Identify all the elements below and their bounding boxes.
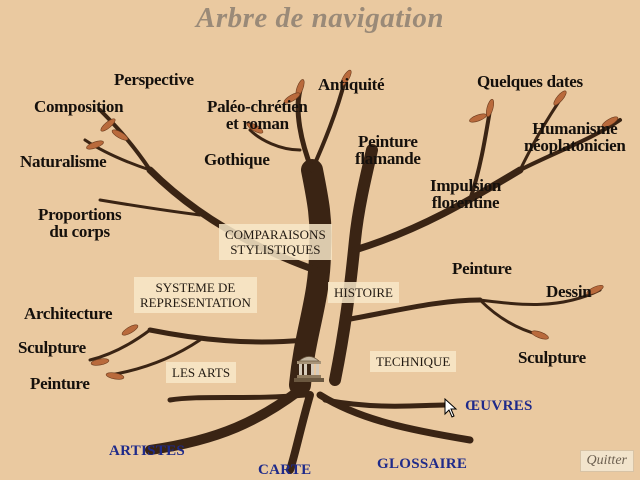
topic-humanisme-line1: Humanisme (532, 119, 618, 138)
link-artistes[interactable]: ARTISTES (109, 443, 186, 459)
link-carte[interactable]: CARTE (258, 462, 312, 478)
topic-paleo-line1: Paléo-chrétien (207, 97, 308, 116)
topic-impulsion-florentine[interactable]: Impulsion florentine (430, 177, 501, 211)
topic-sculpture-right[interactable]: Sculpture (518, 348, 586, 367)
topic-naturalisme[interactable]: Naturalisme (20, 152, 107, 171)
link-glossaire[interactable]: GLOSSAIRE (377, 456, 468, 472)
topic-peinture-flamande-line1: Peinture (358, 132, 418, 151)
topic-proportions-du-corps[interactable]: Proportions du corps (38, 205, 122, 241)
topic-proportions-line2: du corps (49, 222, 110, 241)
topic-peinture-right[interactable]: Peinture (452, 259, 512, 278)
topic-composition[interactable]: Composition (34, 97, 124, 116)
branch-systeme-line1: SYSTEME DE (155, 280, 236, 295)
branch-comparaisons-line1: COMPARAISONS (225, 227, 326, 242)
topic-sculpture-left[interactable]: Sculpture (18, 338, 86, 357)
branch-technique[interactable]: TECHNIQUE (370, 351, 457, 372)
topic-proportions-line1: Proportions (38, 205, 122, 224)
branch-histoire[interactable]: HISTOIRE (328, 282, 399, 303)
branch-comparaisons-line2: STYLISTIQUES (230, 242, 321, 257)
topic-peinture-left[interactable]: Peinture (30, 374, 90, 393)
topic-perspective[interactable]: Perspective (114, 70, 194, 89)
page-title: Arbre de navigation (196, 2, 444, 34)
link-oeuvres[interactable]: ŒUVRES (465, 398, 533, 414)
topic-humanisme-line2: néoplatonicien (524, 136, 626, 155)
topic-peinture-flamande[interactable]: Peinture flamande (355, 133, 421, 167)
topic-antiquite[interactable]: Antiquité (318, 75, 385, 94)
branch-comparaisons-stylistiques[interactable]: COMPARAISONS STYLISTIQUES (219, 224, 332, 260)
topic-humanisme-neoplatonicien[interactable]: Humanisme néoplatonicien (524, 120, 626, 154)
topic-impulsion-line2: florentine (431, 193, 500, 212)
cursor-icon (444, 398, 458, 418)
topic-architecture[interactable]: Architecture (24, 304, 113, 323)
topic-quelques-dates[interactable]: Quelques dates (477, 72, 583, 91)
quit-button[interactable]: Quitter (579, 450, 634, 472)
topic-dessin[interactable]: Dessin (546, 282, 592, 301)
temple-icon[interactable] (293, 353, 325, 383)
topic-impulsion-line1: Impulsion (430, 176, 502, 195)
topic-paleo-chretien[interactable]: Paléo-chrétien et roman (207, 98, 308, 132)
topic-paleo-line2: et roman (225, 114, 289, 133)
topic-gothique[interactable]: Gothique (204, 150, 270, 169)
branch-les-arts[interactable]: LES ARTS (166, 362, 237, 383)
branch-systeme-line2: REPRESENTATION (140, 295, 251, 310)
branch-systeme-representation[interactable]: SYSTEME DE REPRESENTATION (134, 277, 257, 313)
topic-peinture-flamande-line2: flamande (355, 149, 421, 168)
